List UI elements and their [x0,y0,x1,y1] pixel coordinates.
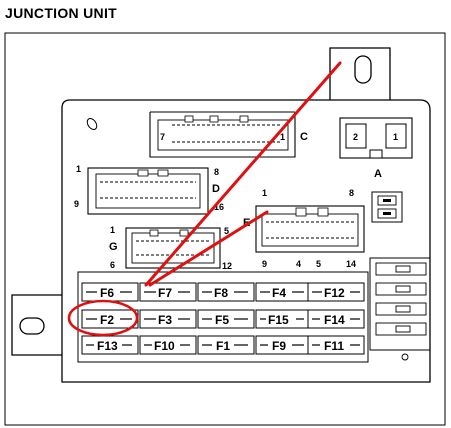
fuse-panel [77,271,369,363]
fuse-row-1 [81,282,365,302]
connector-e-pin-5: 5 [316,259,321,269]
arrow-line-2 [148,210,269,287]
connector-a [339,117,413,159]
connector-a-label: A [374,168,382,180]
fuse-f10 [139,335,197,355]
fuse-label-f2: F2 [100,313,114,327]
spare-fuse-stack [369,257,431,361]
connector-e-pin-1: 1 [262,188,267,198]
fuse-label-f13: F13 [97,339,118,353]
screw-marker [86,118,98,130]
connector-d-pin-9: 9 [74,199,79,209]
mounting-tab-left [11,294,62,356]
connector-g-pin-6: 6 [110,260,115,270]
connector-e [255,205,365,253]
connector-d-pin-16: 16 [214,202,224,212]
fuse-f12 [307,282,365,302]
connector-g-pin-12: 12 [222,261,232,271]
connector-c-pin-7: 7 [160,132,165,142]
diagram-title: JUNCTION UNIT [5,5,118,21]
fuse-label-f6: F6 [100,286,114,300]
fuse-label-f9: F9 [272,339,286,353]
connector-d-pin-8: 8 [214,167,219,177]
connector-g-pin-1: 1 [110,225,115,235]
outer-frame [4,32,446,426]
mounting-tab-top [329,47,391,100]
connector-e-pin-9: 9 [262,259,267,269]
fuse-f5 [197,309,255,329]
fuse-label-f8: F8 [214,286,228,300]
highlight-circle-f2 [67,299,139,337]
fuse-f7 [139,282,197,302]
fuse-f1 [197,335,255,355]
connector-g-label: G [109,241,118,253]
connector-d [87,167,209,215]
fuse-f13 [81,335,139,355]
fuse-label-f11: F11 [324,339,344,353]
fuse-f3 [139,309,197,329]
fuse-label-f15: F15 [268,313,289,327]
connector-e-pin-8: 8 [349,188,354,198]
fuse-label-f1: F1 [216,339,230,353]
fuse-label-f4: F4 [272,286,286,300]
fuse-row-2 [81,309,365,329]
connector-a-pin-1: 1 [393,132,398,142]
connector-g-pin-5: 5 [224,226,229,236]
connector-c-pin-1: 1 [280,132,285,142]
fuse-label-f3: F3 [158,313,172,327]
fuse-f11 [307,335,365,355]
fuse-row-3 [81,335,365,355]
connector-c [149,111,296,158]
relay-symbol [371,191,403,223]
fuse-f8 [197,282,255,302]
annotation-arrows [144,61,342,287]
connector-c-label: C [300,131,308,143]
connector-d-pin-1: 1 [76,164,81,174]
connector-d-label: D [212,183,220,195]
connector-a-pin-2: 2 [353,132,358,142]
fuse-f14 [307,309,365,329]
fuse-label-f10: F10 [154,339,175,353]
fuse-label-f7: F7 [158,286,172,300]
fuse-label-f12: F12 [324,286,345,300]
connector-e-pin-14: 14 [346,259,356,269]
connector-e-pin-4: 4 [296,259,301,269]
fuse-label-f5: F5 [215,313,229,327]
arrow-line-1 [144,61,342,287]
fuse-label-f14: F14 [324,313,345,327]
